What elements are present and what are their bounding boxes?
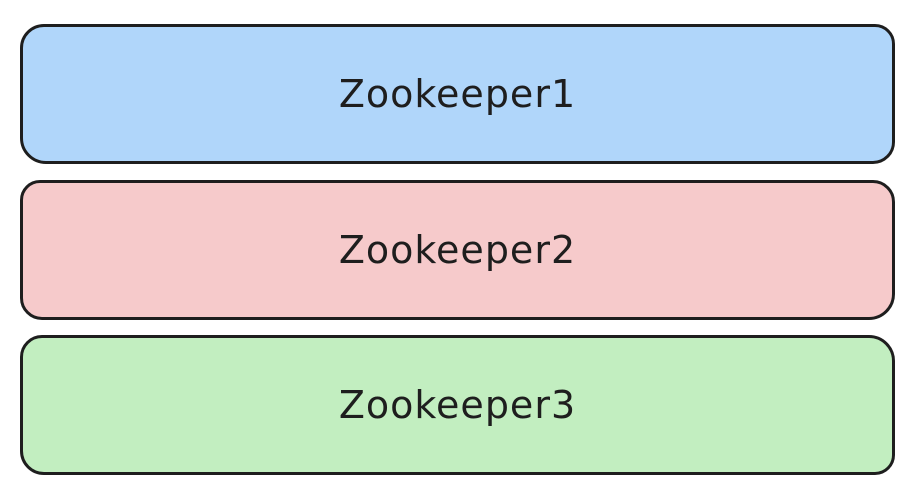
zookeeper2-label: Zookeeper2 [338,228,577,272]
zookeeper2-node: Zookeeper2 [20,180,895,320]
zookeeper1-label: Zookeeper1 [338,72,577,116]
zookeeper3-label: Zookeeper3 [338,383,577,427]
zookeeper3-node: Zookeeper3 [20,335,895,475]
zookeeper1-node: Zookeeper1 [20,24,895,164]
